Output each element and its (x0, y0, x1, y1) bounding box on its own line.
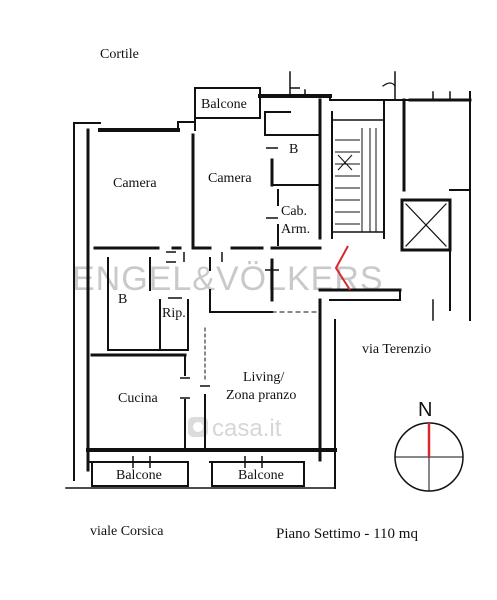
agency-watermark: ENGEL&VÖLKERS (72, 260, 384, 298)
balcony-top-label: Balcone (201, 97, 247, 112)
living-label-line1: Living/ (243, 370, 284, 385)
door-marks (132, 87, 300, 468)
street-east-label: via Terenzio (362, 342, 431, 357)
street-south-label: viale Corsica (90, 524, 164, 539)
closet-label-line1: Cab. (281, 204, 307, 219)
living-label-line2: Zona pranzo (226, 388, 296, 403)
bedroom-1-label: Camera (113, 176, 157, 191)
storage-label: Rip. (162, 306, 186, 321)
kitchen-label: Cucina (118, 391, 158, 406)
compass-letter: N (418, 399, 432, 421)
plan-caption: Piano Settimo - 110 mq (276, 526, 418, 542)
entrance-marker (334, 245, 351, 291)
walls (65, 71, 472, 489)
bathroom-2-label: B (118, 292, 127, 307)
balcony-bottom-left-label: Balcone (116, 468, 162, 483)
bathroom-1-label: B (289, 142, 298, 157)
courtyard-label: Cortile (100, 47, 139, 62)
balcony-bottom-right-label: Balcone (238, 468, 284, 483)
closet-label-line2: Arm. (281, 222, 310, 237)
bedroom-2-label: Camera (208, 171, 252, 186)
staircase (335, 128, 377, 232)
portal-watermark: casa.it (188, 415, 282, 442)
svg-text:casa.it: casa.it (212, 415, 282, 442)
north-compass: N (394, 399, 464, 492)
